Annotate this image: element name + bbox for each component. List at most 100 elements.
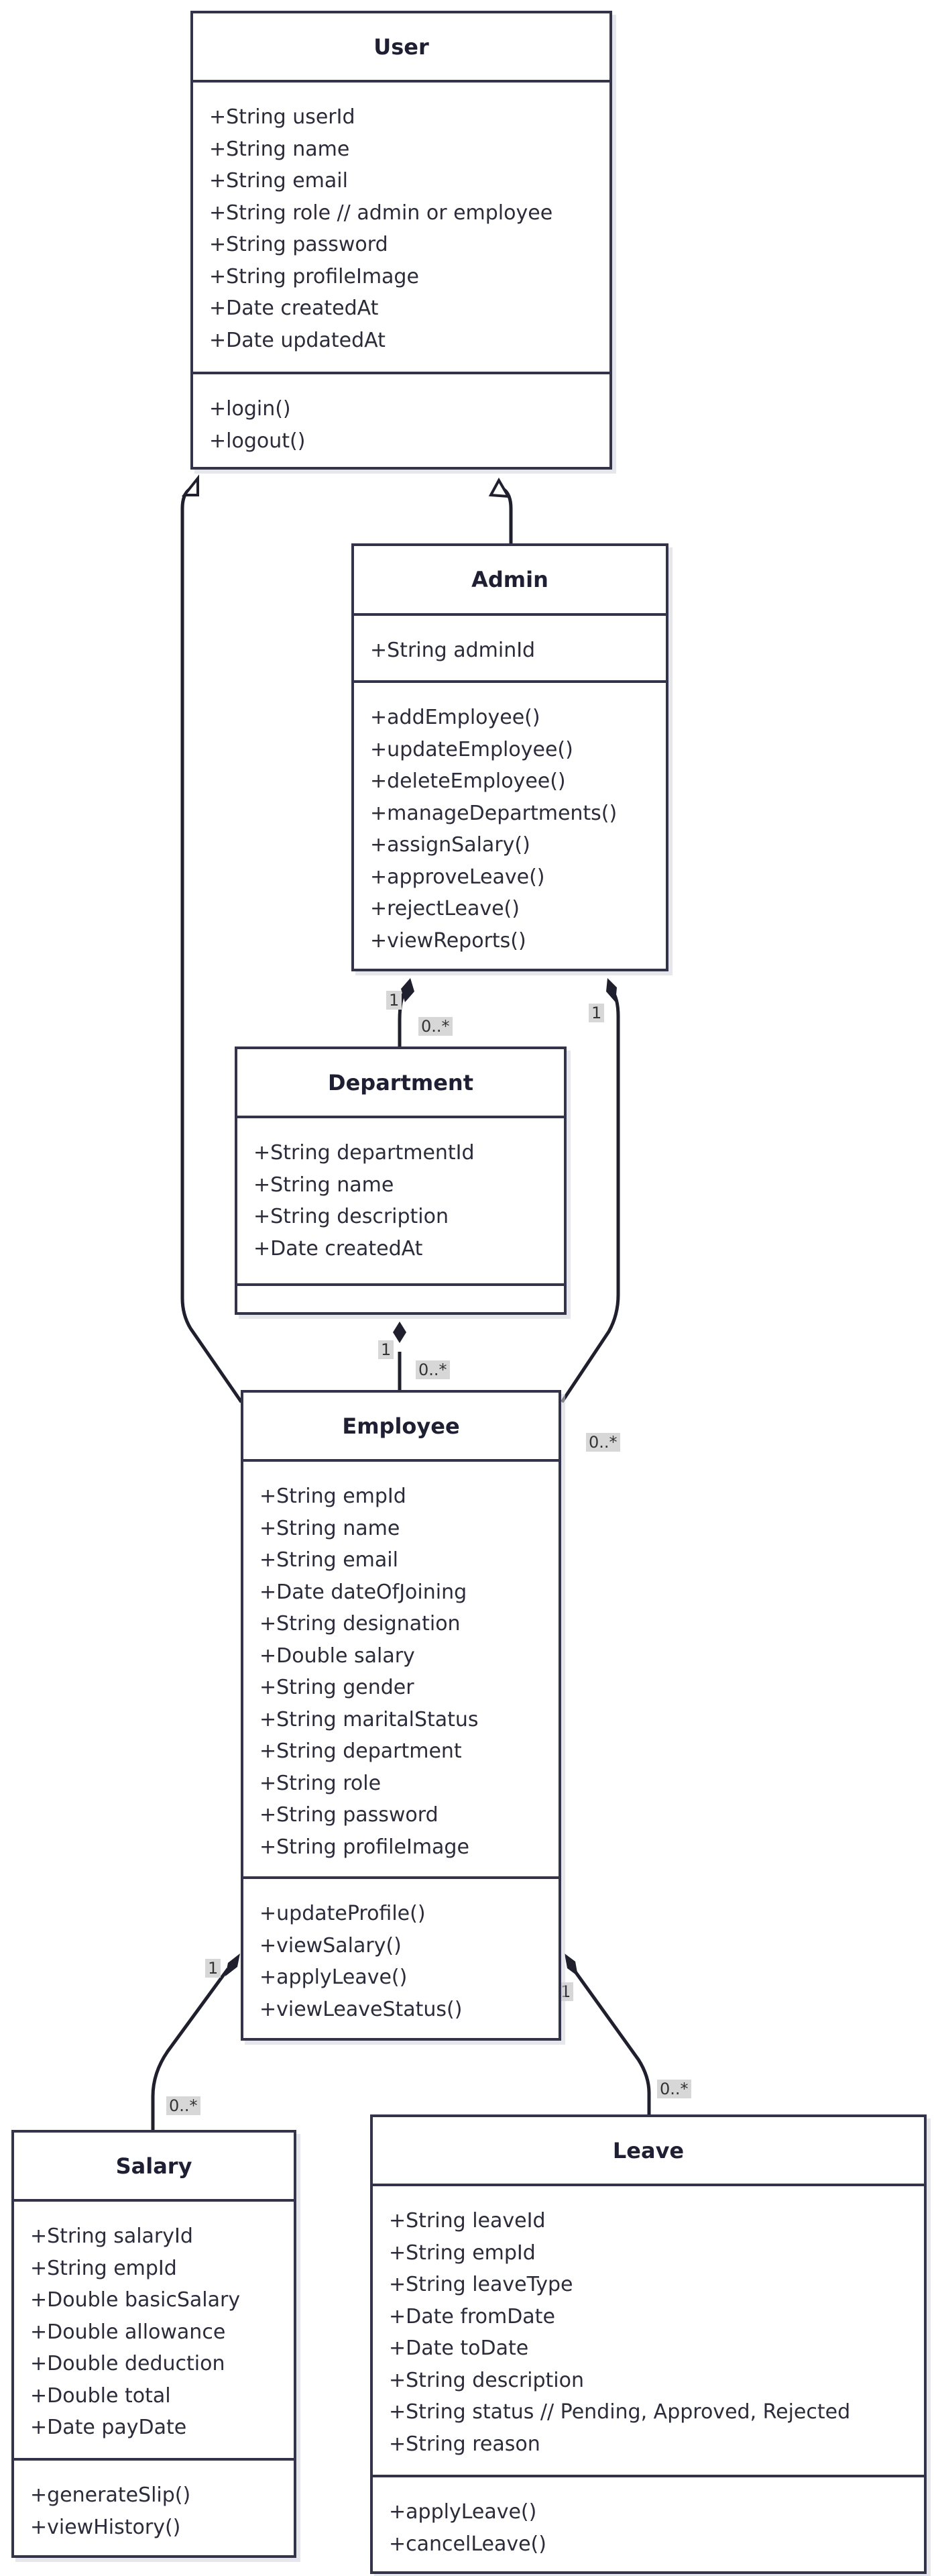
class-attribute: +String status // Pending, Approved, Rej… <box>389 2400 851 2424</box>
class-attribute: +String adminId <box>370 639 536 662</box>
attribute-list: +String userId +String name +String email +… <box>193 83 609 374</box>
class-attribute: +String departmentId <box>253 1141 475 1165</box>
class-title: Employee <box>243 1393 559 1462</box>
class-attribute: +String profileImage <box>259 1835 469 1859</box>
class-attribute: +Date toDate <box>389 2337 529 2360</box>
composition-diamond-icon <box>401 978 414 1002</box>
class-method: +applyLeave() <box>259 1966 408 1989</box>
class-method: +viewLeaveStatus() <box>259 1997 463 2021</box>
class-attribute: +Double allowance <box>30 2320 226 2344</box>
class-leave: Leave +String leaveId+String empId+Strin… <box>370 2114 927 2574</box>
attribute-list: +String empId +String name +String email +D… <box>243 1462 559 1879</box>
class-attribute: +String description <box>253 1205 449 1228</box>
class-attribute: +String password <box>209 233 388 256</box>
multiplicity-label: 0..* <box>657 2080 691 2098</box>
class-admin: Admin +String adminId +addEmployee() +upd… <box>351 543 668 971</box>
class-title: Department <box>237 1049 564 1118</box>
attribute-list: +String salaryId +String empId +Double bas… <box>14 2202 294 2461</box>
class-method: +rejectLeave() <box>370 897 520 920</box>
attribute-list: +String adminId <box>354 616 666 683</box>
class-method: +addEmployee() <box>370 706 540 729</box>
multiplicity-label: 1 <box>589 1004 605 1022</box>
class-attribute: +Date createdAt <box>209 297 379 320</box>
class-title: User <box>193 13 609 83</box>
edge-admin-inherits-user <box>503 488 513 545</box>
class-attribute: +Double basicSalary <box>30 2288 241 2312</box>
class-attribute: +String reason <box>389 2432 540 2456</box>
edge-employee-leave <box>571 1968 651 2116</box>
class-attribute: +String empId <box>389 2241 536 2265</box>
multiplicity-label: 1 <box>205 1959 221 1978</box>
class-attribute: +String gender <box>259 1676 414 1699</box>
class-attribute: +String role <box>259 1771 382 1795</box>
multiplicity-label: 1 <box>378 1340 394 1359</box>
class-method: +logout() <box>209 429 306 453</box>
class-attribute: +String empId <box>30 2256 177 2280</box>
class-method: +generateSlip() <box>30 2483 191 2507</box>
multiplicity-label: 0..* <box>416 1360 450 1379</box>
class-method: +applyLeave() <box>389 2500 537 2524</box>
class-attribute: +String leaveType <box>389 2273 573 2296</box>
class-attribute: +String email <box>259 1548 398 1572</box>
class-method: +viewHistory() <box>30 2515 181 2539</box>
class-method: +viewSalary() <box>259 1933 402 1957</box>
method-list: +updateProfile() +viewSalary() +applyLeave… <box>243 1879 559 2025</box>
class-attribute: +String name <box>209 137 350 161</box>
composition-diamond-icon <box>225 1953 240 1976</box>
method-list <box>237 1286 564 1305</box>
class-method: +updateEmployee() <box>370 737 573 761</box>
class-attribute: +String designation <box>259 1612 461 1635</box>
class-employee: Employee +String empId+String name+Strin… <box>241 1390 561 2041</box>
class-attribute: +String department <box>259 1739 462 1763</box>
composition-diamond-icon <box>565 1953 578 1976</box>
class-method: +updateProfile() <box>259 1902 426 1925</box>
method-list: +applyLeave() +cancelLeave() <box>373 2477 924 2560</box>
class-attribute: +String salaryId <box>30 2224 193 2248</box>
class-attribute: +String description <box>389 2368 585 2392</box>
class-title: Admin <box>354 546 666 616</box>
class-attribute: +Date updatedAt <box>209 328 386 352</box>
multiplicity-label: 1 <box>386 991 402 1010</box>
class-attribute: +Date createdAt <box>253 1236 423 1260</box>
method-list: +addEmployee() +updateEmployee() +deleteEm… <box>354 683 666 957</box>
class-attribute: +String name <box>259 1516 400 1540</box>
class-method: +deleteEmployee() <box>370 769 566 793</box>
inheritance-arrowhead-icon <box>488 477 511 498</box>
attribute-list: +String departmentId +String name +String … <box>237 1118 564 1286</box>
class-attribute: +String maritalStatus <box>259 1707 479 1731</box>
attribute-list: +String leaveId +String empId +String leav… <box>373 2186 924 2477</box>
class-department: Department +String departmentId +String n… <box>235 1046 567 1315</box>
class-attribute: +String password <box>259 1803 439 1827</box>
class-method: +manageDepartments() <box>370 801 618 825</box>
class-user: User +String userId +String name +String e… <box>190 11 612 470</box>
class-attribute: +Double salary <box>259 1644 415 1668</box>
class-method: +login() <box>209 397 291 421</box>
class-attribute: +String empId <box>259 1485 406 1508</box>
inheritance-arrowhead-icon <box>181 474 199 496</box>
class-method: +viewReports() <box>370 928 526 953</box>
class-title: Salary <box>14 2133 294 2202</box>
class-attribute: +String role // admin or employee <box>209 201 553 225</box>
class-title: Leave <box>373 2117 924 2186</box>
multiplicity-label: 0..* <box>418 1017 453 1036</box>
class-attribute: +String email <box>209 169 348 193</box>
class-attribute: +String userId <box>209 105 355 129</box>
class-attribute: +Date payDate <box>30 2416 187 2439</box>
class-attribute: +String profileImage <box>209 264 419 288</box>
multiplicity-label: 0..* <box>586 1433 620 1452</box>
composition-diamond-icon <box>393 1322 406 1343</box>
edge-employee-salary <box>151 1968 230 2132</box>
multiplicity-label: 0..* <box>166 2096 200 2115</box>
class-attribute: +Double deduction <box>30 2352 225 2375</box>
class-method: +cancelLeave() <box>389 2532 546 2556</box>
class-attribute: +Date dateOfJoining <box>259 1580 467 1604</box>
class-method: +assignSalary() <box>370 833 530 857</box>
method-list: +generateSlip() +viewHistory() <box>14 2461 294 2543</box>
class-attribute: +Double total <box>30 2383 171 2408</box>
method-list: +login() +logout() <box>193 374 609 457</box>
class-attribute: +String name <box>253 1173 394 1197</box>
class-salary: Salary +String salaryId +String empId +Dou… <box>11 2130 296 2558</box>
class-attribute: +String leaveId <box>389 2209 546 2233</box>
